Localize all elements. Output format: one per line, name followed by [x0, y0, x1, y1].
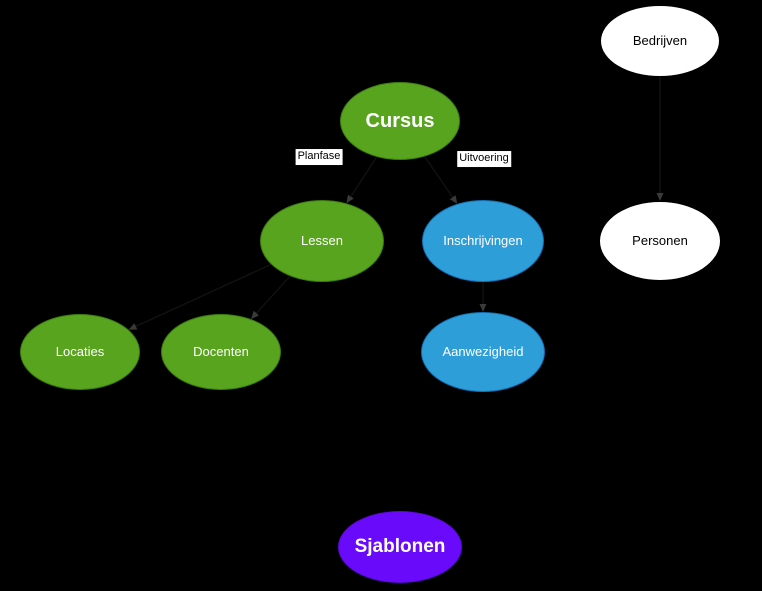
edge-lessen-docenten [255, 275, 291, 314]
edge-cursus-lessen [350, 156, 378, 197]
node-lessen: Lessen [260, 200, 384, 282]
node-bedrijven: Bedrijven [600, 5, 720, 77]
arrowhead-cursus-lessen [346, 194, 354, 204]
arrowhead-lessen-locaties [128, 323, 138, 330]
node-aanwezigheid: Aanwezigheid [421, 312, 545, 392]
node-sjablonen: Sjablonen [338, 511, 462, 583]
arrowhead-lessen-docenten [250, 310, 259, 320]
node-docenten: Docenten [161, 314, 281, 390]
node-inschrijvingen: Inschrijvingen [422, 200, 544, 282]
edge-label-uitvoering: Uitvoering [457, 151, 511, 167]
arrowhead-bedrijven-personen [656, 193, 664, 201]
node-locaties: Locaties [20, 314, 140, 390]
edge-label-planfase: Planfase [295, 149, 343, 165]
node-personen: Personen [599, 201, 721, 281]
arrowhead-cursus-inschrijvingen [449, 195, 458, 204]
edge-cursus-inschrijvingen [424, 156, 454, 198]
node-cursus: Cursus [340, 82, 460, 160]
arrowhead-inschrijvingen-aanwezigheid [479, 304, 487, 312]
edge-lessen-locaties [135, 263, 272, 327]
